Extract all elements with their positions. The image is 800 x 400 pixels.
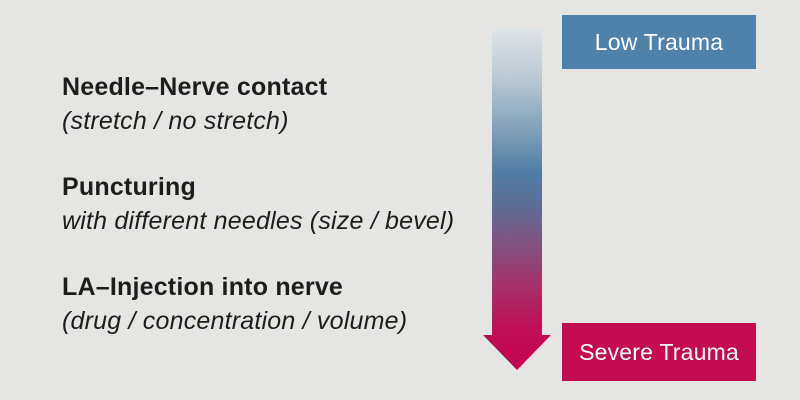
arrow-shape bbox=[483, 29, 551, 370]
severe-trauma-badge: Severe Trauma bbox=[562, 323, 756, 381]
list-item-needle-nerve-contact: Needle–Nerve contact (stretch / no stret… bbox=[62, 70, 482, 138]
item-title: LA–Injection into nerve bbox=[62, 273, 344, 301]
item-subtitle: with different needles (size / bevel) bbox=[62, 207, 455, 235]
item-subtitle: (drug / concentration / volume) bbox=[62, 307, 408, 335]
item-title: Needle–Nerve contact bbox=[62, 73, 328, 101]
list-item-puncturing: Puncturing with different needles (size … bbox=[62, 170, 482, 238]
item-title: Puncturing bbox=[62, 173, 196, 201]
low-trauma-label: Low Trauma bbox=[594, 28, 724, 55]
gradient-arrow-down-icon bbox=[482, 29, 552, 370]
list-item-la-injection: LA–Injection into nerve (drug / concentr… bbox=[62, 270, 482, 338]
severe-trauma-label: Severe Trauma bbox=[579, 338, 739, 365]
low-trauma-badge: Low Trauma bbox=[562, 15, 756, 69]
item-subtitle: (stretch / no stretch) bbox=[62, 107, 289, 135]
